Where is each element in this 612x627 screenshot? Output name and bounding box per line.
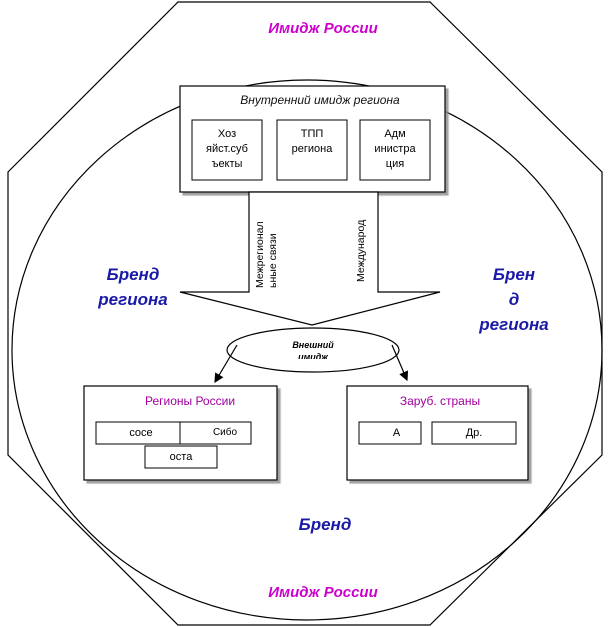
- brand-left-line-1: Бренд: [106, 265, 160, 284]
- foreign-item-1-box: [358, 421, 422, 445]
- outer-image-ellipse: [226, 327, 400, 373]
- interregional-line-1: Межрегионал: [254, 221, 266, 288]
- inner-box-3-text: Адм инистра ция: [362, 127, 428, 172]
- brand-bottom-line-2: региона: [270, 537, 380, 546]
- downward-arrow: [179, 191, 441, 326]
- brand-right: Брен д региона: [464, 262, 564, 337]
- brand-right-line-1: Брен: [492, 265, 536, 284]
- arrow-to-foreign: [391, 344, 409, 382]
- foreign-item-2: Др.: [465, 427, 483, 439]
- region-item-1: сосе: [129, 427, 153, 439]
- interregional-line-2: ьные связи: [267, 233, 279, 288]
- region-item-2: Сибо: [200, 427, 250, 438]
- outer-image-line-1: Внешний: [292, 340, 334, 350]
- region-item-3: оста: [169, 451, 193, 463]
- inner-box-1-text: Хоз яйст.суб ъекты: [194, 127, 260, 172]
- inner-box-2-text: ТПП региона: [279, 127, 345, 157]
- foreign-item-2-box: [431, 421, 517, 445]
- brand-bottom: Бренд региона: [270, 512, 380, 546]
- inner-box-2: [276, 119, 348, 181]
- inner-box-3: [359, 119, 431, 181]
- brand-left: Бренд региона: [78, 262, 188, 312]
- inner-box-3-line-3: ция: [385, 158, 405, 170]
- regions-russia-title: Регионы России: [144, 394, 236, 408]
- brand-right-line-3: региона: [479, 315, 549, 334]
- inner-box-3-line-1: Адм: [384, 128, 406, 140]
- brand-left-line-2: региона: [98, 290, 168, 309]
- outer-image-label: Внешний имидж: [260, 339, 366, 359]
- inner-box-3-line-2: инистра: [374, 143, 416, 155]
- outer-image-line-2: имидж: [298, 352, 328, 359]
- title-top: Имидж России: [268, 20, 378, 37]
- inner-box-1-line-1: Хоз: [217, 128, 237, 140]
- international-label: Международ: [355, 219, 367, 282]
- inner-box-2-line-1: ТПП: [300, 128, 324, 140]
- region-circle: [11, 79, 603, 621]
- foreign-item-1: А: [392, 427, 401, 439]
- foreign-title: Заруб. страны: [399, 394, 481, 408]
- brand-right-line-2: д: [508, 290, 520, 309]
- inner-box-1-line-2: яйст.суб: [206, 143, 248, 155]
- outer-octagon: [7, 1, 603, 626]
- inner-box-2-line-2: региона: [291, 143, 333, 155]
- inner-image-title: Внутренний имидж региона: [240, 93, 400, 107]
- brand-bottom-line-1: Бренд: [298, 515, 352, 534]
- interregional-label: Межрегионал ьные связи: [254, 221, 280, 288]
- inner-box-1: [191, 119, 263, 181]
- arrow-to-regions: [214, 344, 238, 384]
- inner-box-1-line-3: ъекты: [211, 158, 243, 170]
- title-bottom: Имидж России: [268, 584, 378, 601]
- region-item-3-box: [144, 445, 218, 469]
